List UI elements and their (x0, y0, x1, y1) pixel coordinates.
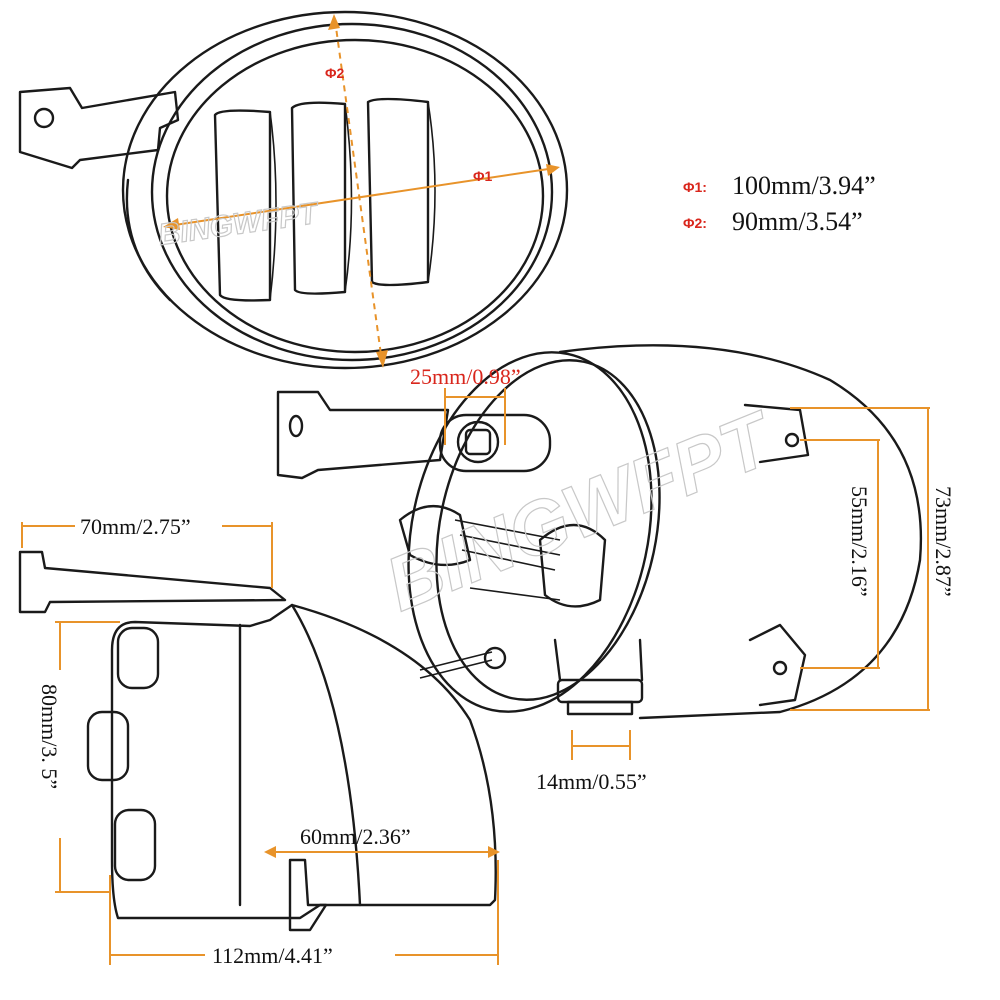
dim-housing-height-label: 73mm/2.87” (931, 486, 956, 597)
spec-phi2-symbol: Φ2: (683, 215, 707, 231)
side-view (18, 550, 497, 932)
dim-side-height-label: 80mm/3. 5” (37, 684, 62, 789)
spec-phi2-value: 90mm/3.54” (732, 207, 863, 236)
phi2-label: Φ2 (325, 65, 344, 81)
dim-total-depth: 112mm/4.41” (109, 860, 499, 968)
watermark-text: BINGWFPT (156, 197, 322, 252)
dim-adjuster: 14mm/0.55” (536, 730, 647, 794)
dim-lens-depth: 60mm/2.36” (264, 824, 500, 858)
dim-housing-height: 73mm/2.87” (790, 407, 956, 711)
watermark-text-2: BINGWFPT (375, 395, 788, 628)
rear-view: BINGWFPT (276, 344, 923, 720)
dim-bracket: 70mm/2.75” (21, 514, 273, 588)
spec-legend: Φ1: 100mm/3.94” Φ2: 90mm/3.54” (683, 171, 876, 236)
dim-mount-spacing-label: 55mm/2.16” (847, 486, 872, 597)
dim-side-height: 80mm/3. 5” (37, 621, 120, 893)
dim-lens-depth-label: 60mm/2.36” (300, 824, 411, 849)
phi1-label: Φ1 (473, 168, 492, 184)
dim-bracket-label: 70mm/2.75” (80, 514, 191, 539)
dim-adjuster-label: 14mm/0.55” (536, 769, 647, 794)
dim-connector-label: 25mm/0.98” (410, 364, 521, 389)
dim-total-depth-label: 112mm/4.41” (212, 943, 333, 968)
front-view: Φ1 Φ2 BINGWFPT (18, 10, 569, 370)
spec-phi1-value: 100mm/3.94” (732, 171, 876, 200)
spec-phi1-symbol: Φ1: (683, 179, 707, 195)
dim-mount-spacing: 55mm/2.16” (800, 439, 880, 669)
dim-connector: 25mm/0.98” (410, 364, 521, 445)
